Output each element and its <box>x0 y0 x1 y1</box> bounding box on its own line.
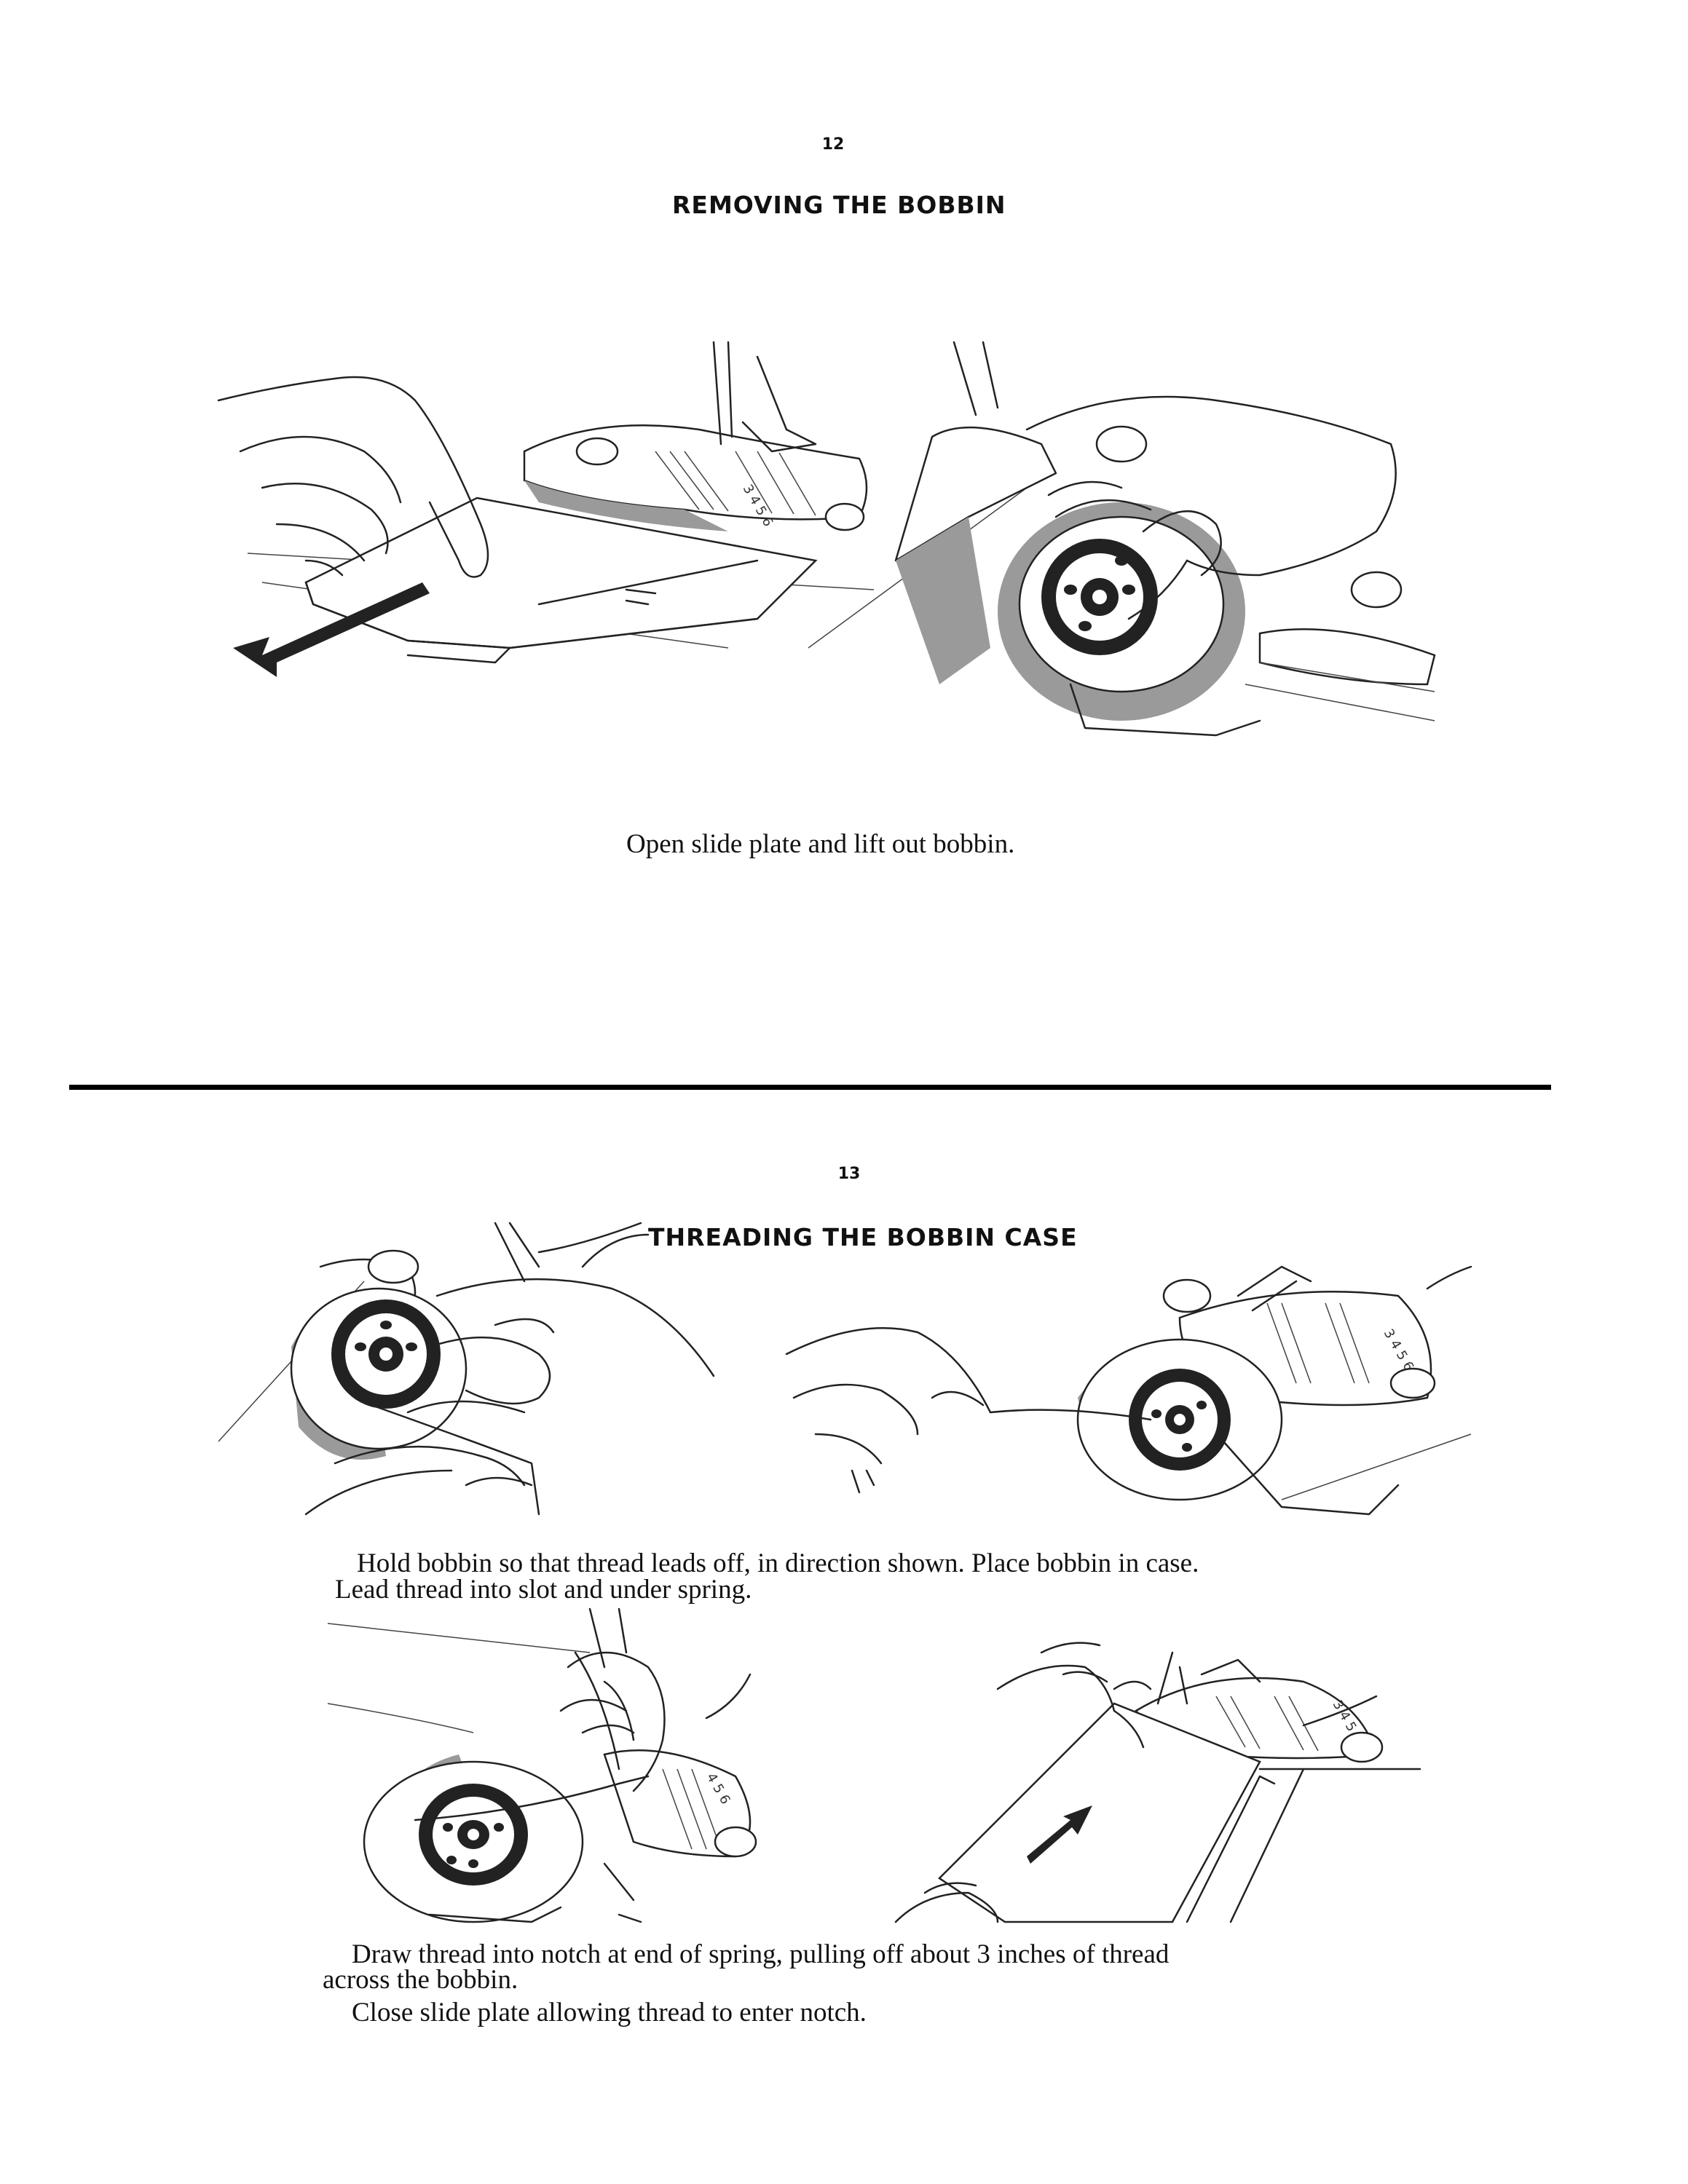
page-number-13: 13 <box>837 1165 861 1183</box>
caption-draw-thread-line2: across the bobbin. <box>323 1965 518 1995</box>
caption-close-slide-plate: Close slide plate allowing thread to ent… <box>352 1998 867 2027</box>
page-divider <box>69 1085 1551 1090</box>
illustration-place-bobbin: 3 4 5 6 <box>772 1252 1471 1536</box>
page-number-12: 12 <box>821 135 845 154</box>
illustration-close-slide-plate: 3 4 5 6 <box>896 1587 1420 1922</box>
caption-hold-bobbin-line1: Hold bobbin so that thread leads off, in… <box>357 1548 1199 1578</box>
section-title-removing-bobbin: REMOVING THE BOBBIN <box>672 191 1006 219</box>
illustration-lift-out-bobbin <box>808 342 1435 750</box>
illustration-draw-thread-notch: 4 5 6 <box>328 1609 852 1929</box>
caption-draw-thread-line1: Draw thread into notch at end of spring,… <box>352 1939 1170 1969</box>
illustration-hold-bobbin <box>218 1223 743 1543</box>
caption-hold-bobbin-line2: Lead thread into slot and under spring. <box>335 1575 752 1605</box>
caption-open-slide-plate: Open slide plate and lift out bobbin. <box>626 829 1015 859</box>
illustration-open-slide-plate: 3 4 5 6 <box>218 342 874 677</box>
section-title-threading-bobbin-case: THREADING THE BOBBIN CASE <box>648 1223 1078 1251</box>
title-pointer-line <box>568 1230 655 1274</box>
